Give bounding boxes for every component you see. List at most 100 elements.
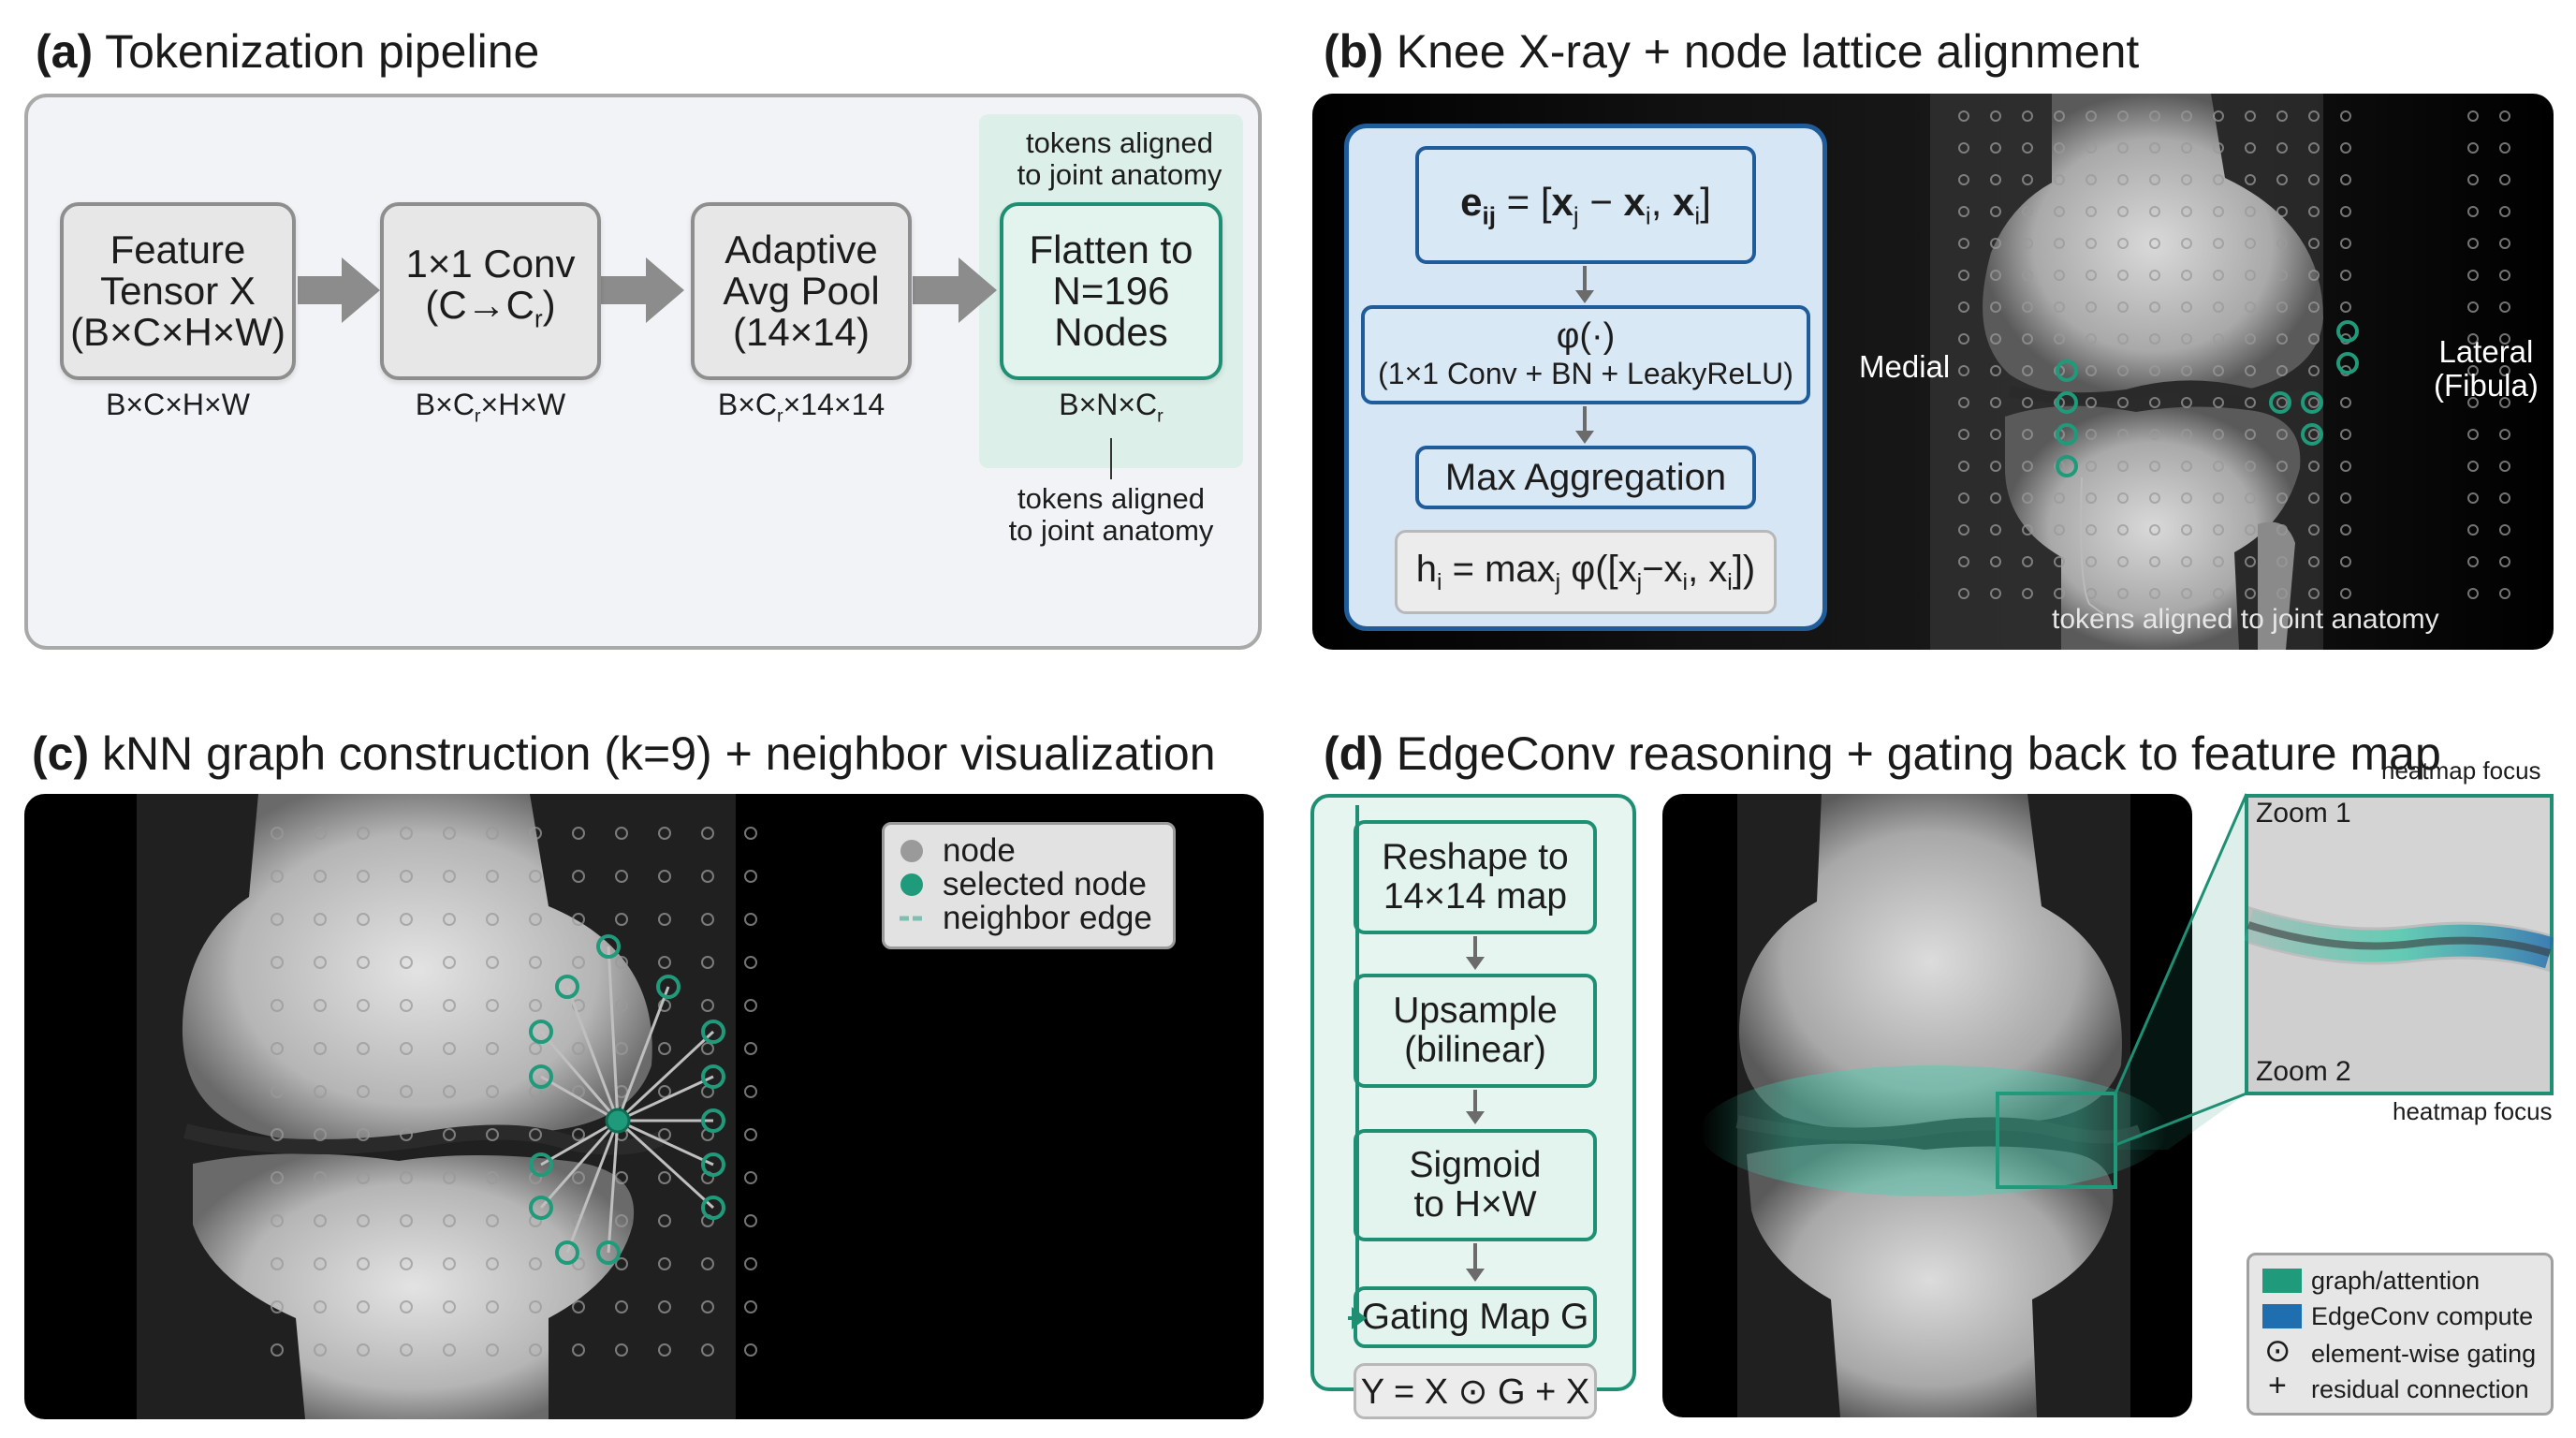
lattice-node [658,870,671,883]
lattice-node [2245,588,2256,599]
lattice-node [2467,270,2479,281]
lattice-node [2308,588,2320,599]
neighbor-edge [540,1075,619,1123]
zoom-femur [2248,798,2550,934]
lattice-node [2340,174,2351,185]
legend-d: ⊙ + graph/attention EdgeConv compute ele… [2247,1253,2554,1416]
lattice-node [2149,301,2160,313]
lattice-node [615,1300,628,1313]
lattice-node [1990,492,2001,504]
lattice-node [2276,110,2288,122]
lattice-node [1958,238,1969,249]
lattice-node [486,999,499,1012]
lattice-node [2086,270,2097,281]
panel-c-letter: (c) [32,727,90,780]
lattice-node [2213,206,2224,217]
panel-a-title: (a) Tokenization pipeline [36,24,539,79]
lattice-node [615,956,628,969]
legend-edgeconv-swatch [2262,1304,2302,1328]
arrow-a3 [913,257,997,323]
lattice-node [2467,429,2479,440]
lattice-node [271,956,284,969]
neighbor-edge [607,946,620,1122]
lattice-node [357,1171,370,1184]
lattice-node [1990,142,2001,154]
lattice-node [572,870,585,883]
lattice-node [1990,333,2001,345]
lattice-node [2340,461,2351,472]
lattice-node [314,1085,327,1098]
lattice-node [2245,556,2256,567]
lattice-node [2181,110,2192,122]
lattice-node [2499,556,2510,567]
panel-d-letter: (d) [1324,727,1383,780]
lattice-node [744,913,757,926]
lattice-node [2308,429,2320,440]
neighbor-edge [616,986,670,1122]
lattice-node [357,827,370,840]
tibia-b [2005,405,2301,650]
lattice-node [400,1300,413,1313]
lattice-node [2499,365,2510,376]
panel-a-title-text: Tokenization pipeline [105,25,540,78]
lattice-node [2181,333,2192,345]
lattice-node [443,1042,456,1055]
lattice-node [2054,301,2065,313]
aligned-nodes-b [2056,320,2359,477]
panel-a-letter: (a) [36,25,94,78]
lattice-node [2181,556,2192,567]
lattice-node [2213,174,2224,185]
lattice-node [1958,110,1969,122]
lattice-node [2117,461,2129,472]
lattice-node [357,1257,370,1270]
lattice-node [2022,461,2033,472]
lattice-node [744,1085,757,1098]
lattice-node [2340,110,2351,122]
legend-graph-swatch [2262,1269,2302,1293]
lattice-node [572,827,585,840]
lattice-node [1990,174,2001,185]
lattice-node [1958,461,1969,472]
lattice-node [2149,238,2160,249]
phi-mlp-box: φ(·) (1×1 Conv + BN + LeakyReLU) [1361,305,1810,404]
lattice-node [2276,365,2288,376]
lattice-node [1990,206,2001,217]
residual-arrowhead [1352,1307,1367,1329]
lattice-node [486,1300,499,1313]
lattice-node [2308,556,2320,567]
focus-rect [1996,1092,2117,1189]
lattice-node [2245,461,2256,472]
lattice-node [2181,206,2192,217]
lattice-node [529,1257,542,1270]
neighbor-node [701,1196,725,1220]
lattice-node [2467,588,2479,599]
lattice-node [2308,524,2320,536]
neighbor-node [529,1196,553,1220]
lattice-node [2213,110,2224,122]
lattice-node [1990,365,2001,376]
lattice-node [1958,206,1969,217]
lattice-node [400,1042,413,1055]
lattice-node [701,1257,714,1270]
aggregation-equation: hi = maxj φ([xj−xi, xi]) [1395,530,1777,614]
lattice-node [2149,397,2160,408]
lattice-node [271,913,284,926]
lattice-node [271,1171,284,1184]
lattice-node [271,870,284,883]
node-lattice-b [1958,110,2510,599]
lattice-node [1990,556,2001,567]
lattice-node [2276,238,2288,249]
lattice-node [529,1042,542,1055]
lattice-node [2276,333,2288,345]
lattice-node [314,870,327,883]
lattice-node [2181,365,2192,376]
lattice-node [486,1085,499,1098]
lattice-node [2086,556,2097,567]
zoom1-label: Zoom 1 [2256,798,2351,829]
lattice-node [2276,270,2288,281]
lattice-node [2022,397,2033,408]
lattice-node [357,913,370,926]
lattice-node [744,1128,757,1141]
lattice-node [1990,270,2001,281]
lattice-node [314,1171,327,1184]
